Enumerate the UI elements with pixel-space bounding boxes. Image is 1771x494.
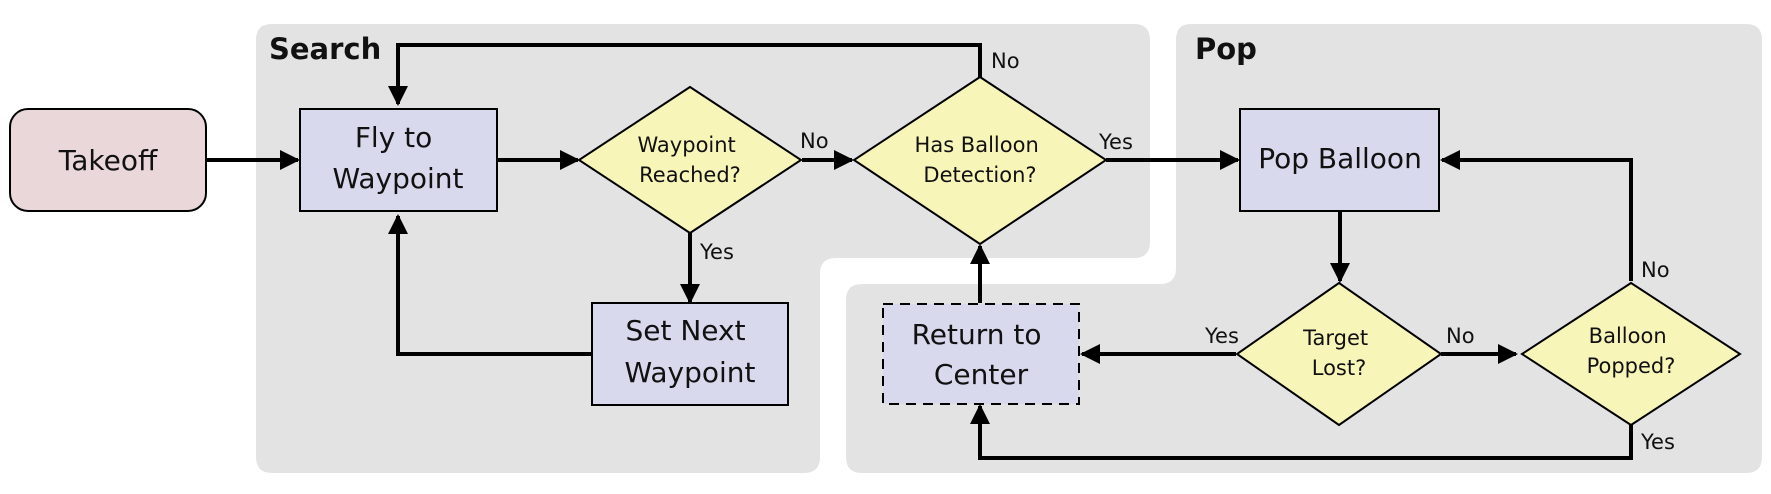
return-to-center-node: Return to Center <box>882 303 1080 405</box>
label-balloon-popped-no: No <box>1641 258 1670 282</box>
balloon-popped-shape <box>1520 281 1742 427</box>
takeoff-label: Takeoff <box>58 144 158 177</box>
edge-balloon-popped-no <box>1440 150 1633 281</box>
edge-set-next-to-fly <box>388 214 592 356</box>
label-detection-yes: Yes <box>1098 130 1133 154</box>
target-lost-label: Target Lost? <box>1302 326 1375 380</box>
pop-region-title: Pop <box>1195 32 1257 66</box>
pop-balloon-shape <box>1239 108 1440 212</box>
target-lost-shape <box>1235 281 1443 427</box>
label-target-lost-yes: Yes <box>1204 324 1239 348</box>
has-balloon-detection-shape <box>852 75 1108 246</box>
label-waypoint-reached-no: No <box>800 129 829 153</box>
edge-labels: No Yes No Yes Yes No No Yes <box>699 49 1675 454</box>
has-balloon-detection-label: Has Balloon Detection? <box>915 133 1046 187</box>
fly-to-waypoint-label: Fly to Waypoint <box>332 121 463 195</box>
label-waypoint-reached-yes: Yes <box>699 240 734 264</box>
edge-balloon-popped-yes <box>970 404 1633 460</box>
target-lost-node: Target Lost? <box>1235 281 1443 427</box>
label-target-lost-no: No <box>1446 324 1475 348</box>
set-next-waypoint-shape <box>591 302 789 406</box>
takeoff-shape <box>9 108 207 212</box>
fly-to-waypoint-node: Fly to Waypoint <box>299 108 498 212</box>
edge-detection-no <box>388 43 982 106</box>
edges <box>206 43 1633 460</box>
fly-to-waypoint-shape <box>299 108 498 212</box>
search-region-title: Search <box>269 32 381 66</box>
return-to-center-shape <box>882 303 1080 405</box>
waypoint-reached-shape <box>577 85 803 235</box>
set-next-waypoint-node: Set Next Waypoint <box>591 302 789 406</box>
return-to-center-label: Return to Center <box>912 318 1051 391</box>
label-detection-no: No <box>991 49 1020 73</box>
waypoint-reached-node: Waypoint Reached? <box>577 85 803 235</box>
pop-balloon-node: Pop Balloon <box>1239 108 1440 212</box>
takeoff-node: Takeoff <box>9 108 207 212</box>
set-next-waypoint-label: Set Next Waypoint <box>624 314 755 389</box>
label-balloon-popped-yes: Yes <box>1640 430 1675 454</box>
has-balloon-detection-node: Has Balloon Detection? <box>852 75 1108 246</box>
balloon-popped-node: Balloon Popped? <box>1520 281 1742 427</box>
waypoint-reached-label: Waypoint Reached? <box>638 133 743 187</box>
pop-balloon-label: Pop Balloon <box>1258 142 1422 175</box>
balloon-popped-label: Balloon Popped? <box>1587 324 1676 378</box>
